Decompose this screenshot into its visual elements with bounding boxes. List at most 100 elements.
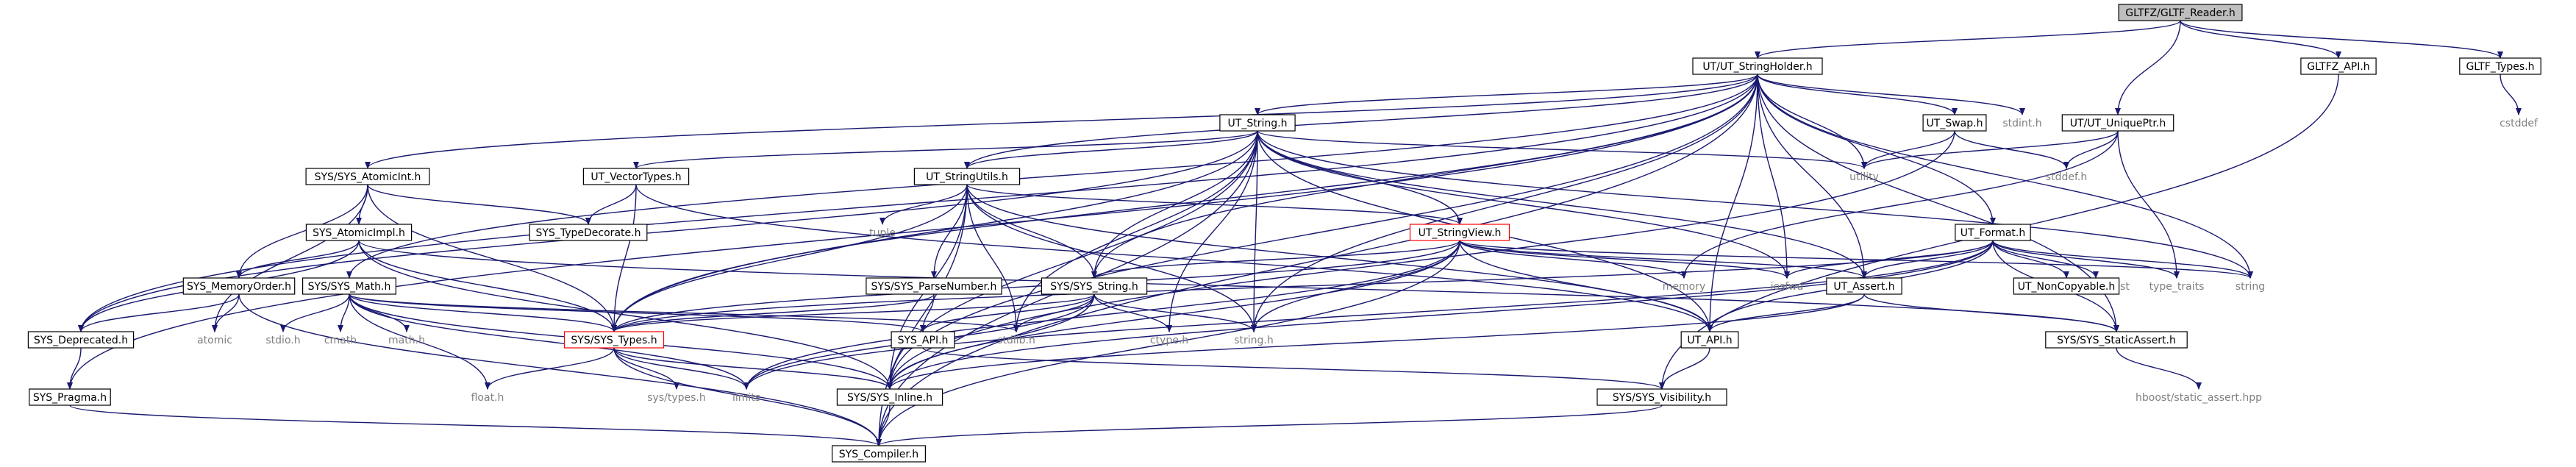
graph-node-sys-math[interactable]: SYS/SYS_Math.h (302, 277, 397, 295)
node-box (891, 331, 955, 349)
node-label: utility (1849, 171, 1879, 183)
node-label: type_traits (2149, 281, 2205, 293)
edge-ut-string-to-iosfwd (1257, 130, 1790, 279)
edge-stringholder-to-utility (1757, 74, 1867, 169)
edge-memoryorder-to-atomic (212, 293, 240, 332)
graph-node-ut-format[interactable]: UT_Format.h (1955, 224, 2031, 241)
node-box (305, 168, 430, 185)
edge-ut-format-to-typetraits (1992, 240, 2180, 279)
edge-sys-math-to-cmath (338, 293, 350, 332)
graph-node-reader[interactable]: GLTFZ/GLTF_Reader.h (2118, 4, 2243, 21)
graph-node-memoryorder[interactable]: SYS_MemoryOrder.h (182, 277, 296, 295)
graph-node-noncopyable[interactable]: UT_NonCopyable.h (2013, 277, 2120, 295)
graph-node-compiler[interactable]: SYS_Compiler.h (831, 445, 926, 463)
node-label: SYS/SYS_StaticAssert.h (2057, 335, 2176, 346)
graph-node-stringview[interactable]: UT_StringView.h (1409, 224, 1510, 241)
graph-node-string-h: string.h (1234, 335, 1274, 346)
edge-stringview-to-memory (1459, 240, 1687, 279)
node-box (582, 168, 690, 185)
graph-node-ut-swap[interactable]: UT_Swap.h (1922, 114, 1987, 132)
edge-staticassert-to-hboost (2116, 347, 2202, 390)
node-label: SYS_Pragma.h (33, 392, 107, 404)
edge-stringutils-to-string-h (966, 184, 1257, 332)
edge-stringholder-to-stringutils (964, 74, 1758, 169)
edge-uniqueptr-to-memory (1681, 130, 2119, 279)
graph-node-ut-string[interactable]: UT_String.h (1219, 114, 1296, 132)
edge-visibility-to-compiler (876, 404, 1663, 446)
edge-ut-format-to-ut-assert (1861, 240, 1994, 279)
node-label: UT_API.h (1687, 335, 1732, 346)
edge-reader-to-stringholder (1755, 20, 2181, 59)
graph-node-sys-inline[interactable]: SYS/SYS_Inline.h (836, 388, 943, 406)
graph-node-stdlib: stdlib.h (997, 335, 1035, 346)
graph-node-vectortypes[interactable]: UT_VectorTypes.h (582, 168, 690, 185)
node-box (913, 168, 1021, 185)
node-label: float.h (471, 392, 504, 404)
graph-node-sys-string[interactable]: SYS/SYS_String.h (1041, 277, 1148, 295)
graph-node-systypes-h: sys/types.h (647, 392, 705, 404)
graph-node-math: math.h (388, 335, 425, 346)
edge-stringview-to-ut-assert (1459, 240, 1867, 279)
node-box (27, 331, 135, 349)
edge-stringview-to-string (1459, 240, 2253, 279)
edge-sys-string-to-sys-inline (887, 293, 1095, 390)
edge-ut-assert-to-sys-inline (887, 293, 1865, 390)
node-label: string (2236, 281, 2265, 293)
node-box (836, 388, 943, 406)
graph-node-parsenumber[interactable]: SYS/SYS_ParseNumber.h (866, 277, 1002, 295)
graph-node-staticassert[interactable]: SYS/SYS_StaticAssert.h (2045, 331, 2188, 349)
graph-node-uniqueptr[interactable]: UT/UT_UniquePtr.h (2061, 114, 2174, 132)
node-label: GLTF_Types.h (2466, 61, 2534, 73)
node-label: math.h (388, 335, 425, 346)
node-label: SYS/SYS_Visibility.h (1613, 392, 1711, 404)
graph-node-deprecated[interactable]: SYS_Deprecated.h (27, 331, 135, 349)
edge-ut-string-to-ctype (1166, 130, 1258, 332)
edge-ut-format-to-initlist (1992, 240, 2099, 279)
node-label: GLTFZ_API.h (2307, 61, 2369, 73)
graph-node-float: float.h (471, 392, 504, 404)
node-box (1409, 224, 1510, 241)
edge-stringutils-to-parsenumber (931, 184, 968, 279)
node-label: ctype.h (1150, 335, 1188, 346)
graph-node-atomicint[interactable]: SYS/SYS_AtomicInt.h (305, 168, 430, 185)
node-label: sys/types.h (647, 392, 705, 404)
graph-node-typedecorate[interactable]: SYS_TypeDecorate.h (529, 224, 648, 241)
graph-node-sys-api[interactable]: SYS_API.h (891, 331, 955, 349)
graph-node-limits: limits (732, 392, 760, 404)
edge-ut-string-to-utility (1257, 130, 1867, 169)
graph-node-gltfz-api[interactable]: GLTFZ_API.h (2300, 57, 2377, 75)
edge-stringholder-to-sys-inline (887, 74, 1758, 390)
edge-ut-string-to-sys-string (1091, 130, 1258, 279)
edge-stringutils-to-tuple (880, 184, 968, 225)
graph-node-atomic: atomic (197, 335, 232, 346)
node-label: UT_NonCopyable.h (2018, 281, 2116, 293)
edge-atomicimpl-to-sys-inline (358, 240, 893, 390)
graph-node-pragma[interactable]: SYS_Pragma.h (29, 388, 111, 406)
graph-node-visibility[interactable]: SYS/SYS_Visibility.h (1596, 388, 1727, 406)
edge-stringholder-to-ut-format (1757, 74, 1996, 225)
edge-sys-string-to-stdlib (1013, 293, 1095, 332)
graph-node-stringutils[interactable]: UT_StringUtils.h (913, 168, 1021, 185)
graph-node-stringholder[interactable]: UT/UT_StringHolder.h (1692, 57, 1823, 75)
edge-sys-math-to-limits (349, 293, 749, 390)
node-label: stddef.h (2046, 171, 2087, 183)
edge-ut-format-to-sys-inline (887, 240, 1994, 390)
edge-atomicint-to-memoryorder (236, 184, 368, 279)
edge-vectortypes-to-sys-types (611, 184, 637, 332)
edge-sys-math-to-stdlib (349, 293, 1019, 332)
graph-node-atomicimpl[interactable]: SYS_AtomicImpl.h (305, 224, 413, 241)
node-label: GLTFZ/GLTF_Reader.h (2125, 7, 2236, 19)
edge-reader-to-gltf-types (2180, 20, 2503, 59)
graph-node-ut-api[interactable]: UT_API.h (1680, 331, 1739, 349)
edge-vectortypes-to-ut-api (635, 184, 1713, 332)
graph-node-sys-types[interactable]: SYS/SYS_Types.h (563, 331, 665, 349)
edge-pragma-to-compiler (69, 404, 882, 446)
node-label: hboost/static_assert.hpp (2136, 392, 2262, 404)
graph-node-gltf-types[interactable]: GLTF_Types.h (2459, 57, 2541, 75)
graph-node-ut-assert[interactable]: UT_Assert.h (1826, 277, 1902, 295)
edge-sys-math-to-stdio (280, 293, 350, 332)
node-box (831, 445, 926, 463)
edge-stringholder-to-ut-string (1255, 74, 1758, 115)
edge-atomicint-to-atomic (212, 184, 368, 332)
edge-atomicint-to-sys-types (367, 184, 617, 332)
